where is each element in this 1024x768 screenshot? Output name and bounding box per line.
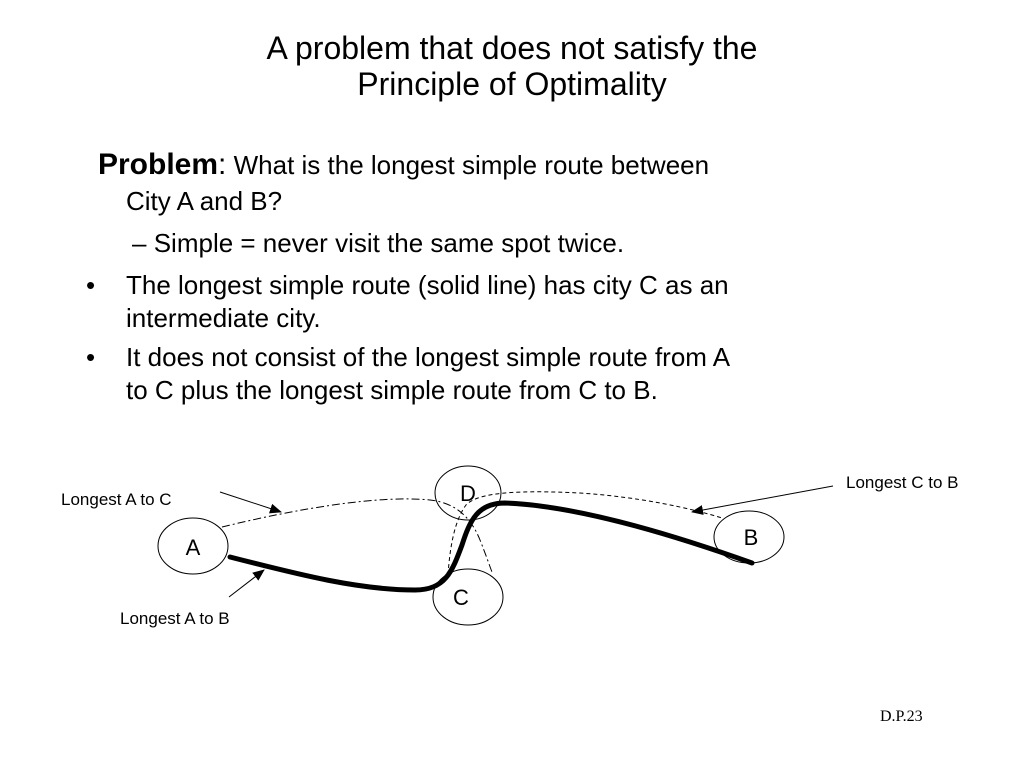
node-c: C [432, 568, 504, 626]
node-d-label: D [460, 481, 476, 506]
sub-point-dash: – [132, 228, 147, 258]
node-a: A [157, 517, 229, 575]
arrow-longest-a-to-b [228, 569, 265, 598]
title-line-2: Principle of Optimality [357, 66, 667, 102]
problem-text-1: What is the longest simple route between [233, 150, 710, 180]
bullet-2-dot: • [86, 342, 96, 372]
bullet-1-dot: • [86, 270, 96, 300]
node-d: D [434, 465, 502, 521]
arrow-longest-c-to-b [691, 485, 834, 515]
sub-point-text: Simple = never visit the same spot twice… [153, 228, 625, 258]
bullet-2-line-2: to C plus the longest simple route from … [126, 375, 658, 405]
bullet-1-line-1: The longest simple route (solid line) ha… [126, 270, 729, 300]
node-b-label: B [744, 525, 759, 550]
problem-statement-line-2: City A and B? [126, 186, 283, 216]
node-a-label: A [186, 535, 201, 560]
node-b: B [713, 510, 785, 564]
route-longest-c-to-b [447, 491, 723, 576]
label-longest-a-to-b: Longest A to B [120, 609, 230, 628]
slide-title: A problem that does not satisfy the Prin… [0, 30, 1024, 102]
label-longest-a-to-c: Longest A to C [61, 490, 172, 509]
bullet-2-line-1: It does not consist of the longest simpl… [126, 342, 731, 372]
route-longest-a-to-c [221, 498, 493, 573]
title-line-1: A problem that does not satisfy the [266, 30, 758, 66]
problem-label: Problem [98, 148, 219, 181]
label-longest-c-to-b: Longest C to B [846, 473, 958, 492]
sub-point: – Simple = never visit the same spot twi… [132, 227, 624, 260]
arrow-longest-a-to-c [219, 491, 282, 514]
node-c-label: C [453, 585, 469, 610]
route-longest-a-to-b [227, 500, 755, 593]
problem-colon: : [218, 148, 227, 181]
problem-statement-line-1: Problem: What is the longest simple rout… [98, 148, 709, 182]
bullet-1-line-2: intermediate city. [126, 303, 321, 333]
page-number: D.P.23 [880, 708, 923, 725]
